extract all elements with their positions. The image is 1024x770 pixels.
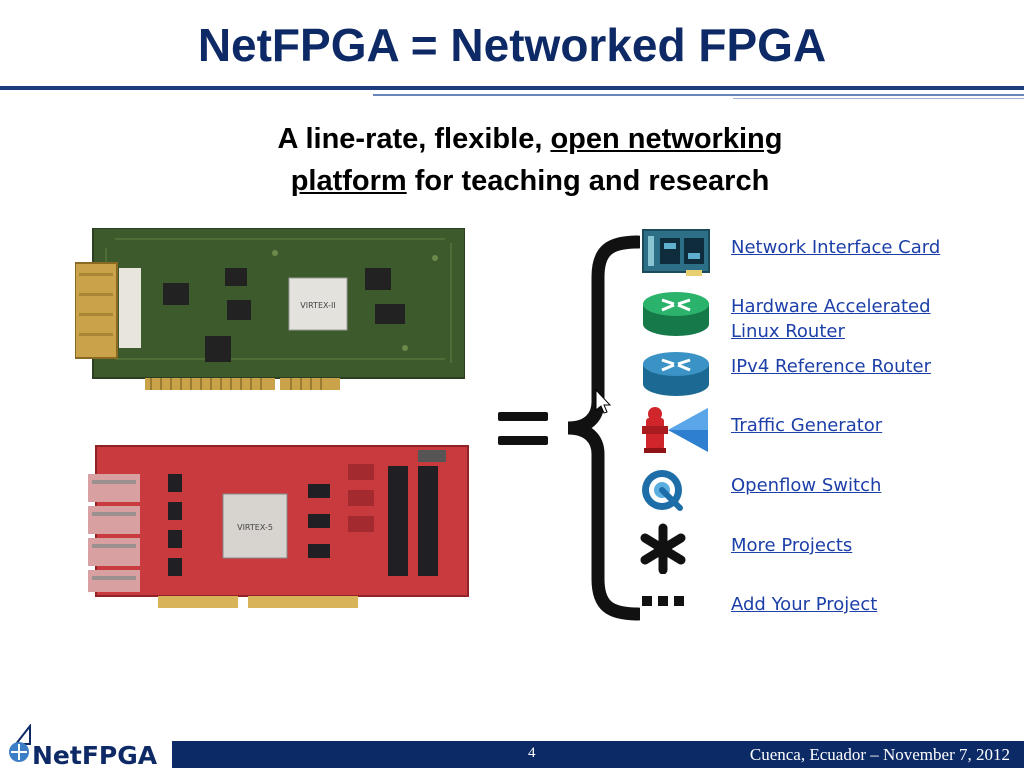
equals-sign <box>498 408 550 450</box>
green-fpga-chip-label: VIRTEX-II <box>300 301 335 310</box>
subtitle-underlined-1: open networking <box>550 123 783 155</box>
curly-brace <box>567 235 640 621</box>
title-divider <box>0 86 1024 90</box>
slide-title: NetFPGA = Networked FPGA <box>197 19 827 71</box>
footer-location-date: Cuenca, Ecuador – November 7, 2012 <box>749 745 1010 764</box>
subtitle-text-1: A line-rate, flexible, <box>277 123 551 155</box>
asterisk-icon <box>640 523 686 574</box>
project-link-add-your-project[interactable]: Add Your Project <box>731 594 878 615</box>
logo-sail-icon <box>9 724 31 762</box>
subtitle-text-2: for teaching and research <box>406 165 770 197</box>
title-divider-thin <box>373 94 1024 96</box>
project-link-traffic-generator[interactable]: Traffic Generator <box>731 415 883 436</box>
openflow-icon <box>642 470 683 511</box>
page-number: 4 <box>528 745 536 761</box>
network-card-icon <box>642 229 710 276</box>
netfpga-10g-board-image: VIRTEX-5 <box>88 445 469 608</box>
project-link-network-interface-card[interactable]: Network Interface Card <box>731 237 941 258</box>
logo-text: NetFPGA <box>32 741 158 770</box>
netfpga-logo: NetFPGA <box>0 720 172 770</box>
project-link-linux-router[interactable]: Linux Router <box>731 321 845 342</box>
hydrant-icon <box>642 407 708 453</box>
project-link-openflow-switch[interactable]: Openflow Switch <box>731 475 882 496</box>
red-fpga-chip-label: VIRTEX-5 <box>237 523 273 532</box>
subtitle-underlined-2: platform <box>290 165 407 197</box>
netfpga-1g-board-image: VIRTEX-II <box>75 228 465 390</box>
project-link-ipv4-reference-router[interactable]: IPv4 Reference Router <box>731 356 932 377</box>
project-link-hardware-accelerated[interactable]: Hardware Accelerated <box>731 296 931 317</box>
title-divider-accent <box>733 98 1024 99</box>
slide-subtitle: A line-rate, flexible, open networking pl… <box>140 118 920 202</box>
router-blue-icon <box>643 352 709 396</box>
project-link-more-projects[interactable]: More Projects <box>731 535 853 556</box>
router-green-icon <box>643 292 709 336</box>
ellipsis-icon <box>642 596 684 606</box>
